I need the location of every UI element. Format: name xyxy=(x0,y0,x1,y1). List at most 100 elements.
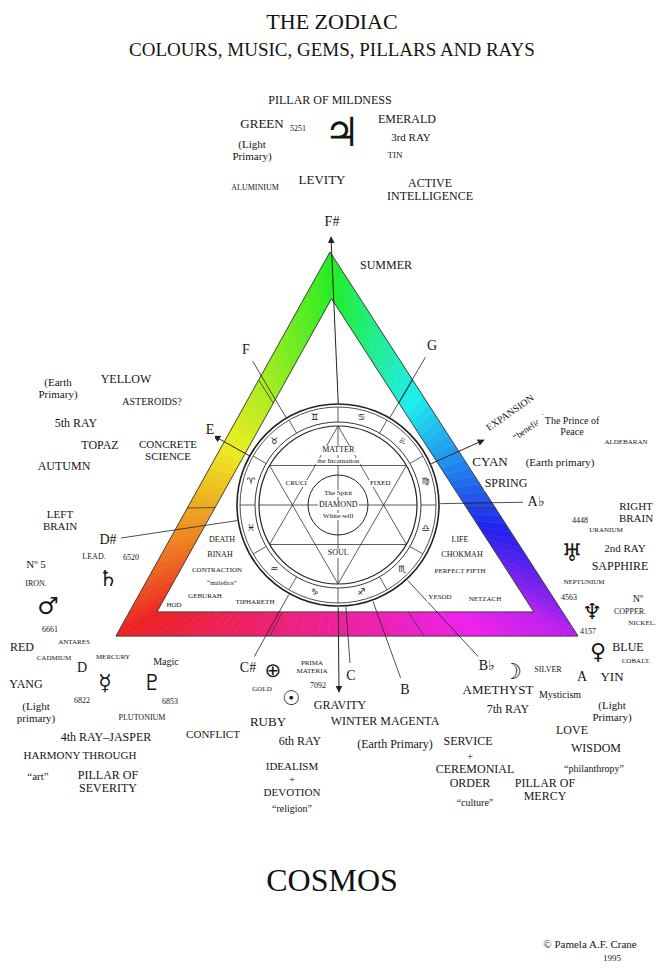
annotation-label: 6th RAY xyxy=(278,735,323,748)
note-name: F# xyxy=(324,214,341,229)
wheel-line xyxy=(253,456,266,464)
annotation-label: 6853 xyxy=(161,698,179,707)
zodiac-sign: ♓ xyxy=(247,524,255,533)
annotation-label: ALUMINIUM xyxy=(230,184,280,193)
radial-line xyxy=(253,361,287,418)
annotation-label: YELLOW xyxy=(100,373,153,386)
planet-symbol: ♅ xyxy=(560,541,584,565)
annotation-label: TIPHARETH xyxy=(235,599,276,607)
note-name: A xyxy=(576,669,588,684)
zodiac-sign: ♊ xyxy=(311,413,319,422)
annotation-label: 5251 xyxy=(289,125,307,134)
planet-symbol: ♀ xyxy=(589,641,607,663)
zodiac-sign: ♏ xyxy=(398,565,406,574)
zodiac-sign: ♎ xyxy=(422,524,430,533)
arrow-line xyxy=(331,237,338,403)
annotation-label: PILLAR OF SEVERITY xyxy=(67,769,149,795)
annotation-label: IRON. xyxy=(24,580,48,589)
wheel-label: White-will xyxy=(322,513,354,520)
annotation-label: DEVOTION xyxy=(263,786,322,798)
band-segment xyxy=(192,492,223,501)
zodiac-wheel: MATTERthe IncarnationCRUCIFIXEDThe Spiri… xyxy=(236,403,440,607)
annotation-label: WINTER MAGENTA xyxy=(330,715,441,728)
annotation-label: CONTRACTION xyxy=(191,567,243,575)
annotation-label: NEPTUNIUM xyxy=(562,579,605,587)
annotation-label: The Prince of Peace xyxy=(538,415,606,437)
annotation-label: (Earth primary) xyxy=(524,456,596,468)
note-name: D xyxy=(76,660,88,675)
annotation-label: CYAN xyxy=(471,455,508,469)
annotation-label: BINAH xyxy=(206,551,233,560)
annotation-label: GRAVITY xyxy=(313,699,367,712)
annotation-label: Mysticism xyxy=(538,689,582,700)
annotation-label: BLUE xyxy=(611,641,644,654)
wheel-line xyxy=(410,456,423,464)
note-name: D# xyxy=(98,532,117,547)
annotation-label: YANG xyxy=(8,678,43,691)
annotation-label: 2nd RAY xyxy=(603,542,646,554)
planet-symbol: ♇ xyxy=(141,672,163,694)
annotation-label: TIN xyxy=(387,151,404,161)
annotation-label: COPPER. xyxy=(613,608,647,617)
wheel-ring xyxy=(240,407,436,603)
annotation-label: PRIMA MATERIA xyxy=(293,660,331,675)
planet-symbol: ♆ xyxy=(581,601,603,623)
annotation-label: SPRING xyxy=(484,477,529,490)
annotation-label: ANTARES xyxy=(57,639,91,647)
note-name: C xyxy=(345,668,356,683)
planet-symbol: ☉ xyxy=(281,688,301,708)
wheel-label: SOUL xyxy=(327,549,350,557)
wheel-label: CRUCI xyxy=(285,480,308,487)
annotation-label: SILVER xyxy=(533,666,562,675)
wheel-label: DIAMOND xyxy=(318,501,359,509)
wheel-line xyxy=(380,577,388,590)
annotation-label: “philanthropy” xyxy=(563,763,625,774)
zodiac-sign: ♌ xyxy=(398,437,406,446)
annotation-label: 4448 xyxy=(571,517,589,526)
annotation-label: (Light Primary) xyxy=(225,138,279,162)
zodiac-sign: ♉ xyxy=(270,437,278,446)
planet-symbol: ⊕ xyxy=(264,660,283,680)
annotation-label: NICKEL. xyxy=(627,620,656,628)
planet-symbol: ☽ xyxy=(501,661,523,683)
annotation-label: GOLD xyxy=(251,686,272,694)
annotation-label: TOPAZ xyxy=(80,439,119,452)
annotation-label: PLUTONIUM xyxy=(118,714,167,723)
wheel-line xyxy=(338,588,339,603)
annotation-label: RUBY xyxy=(249,715,287,729)
wheel-ring xyxy=(237,404,439,606)
annotation-label: DEATH xyxy=(208,536,236,545)
annotation-label: PILLAR OF MERCY xyxy=(512,777,578,803)
wheel-line xyxy=(380,421,388,434)
zodiac-sign: ♈ xyxy=(247,477,255,486)
annotation-label: HOD xyxy=(165,602,182,610)
annotation-label: 5th RAY xyxy=(54,417,99,430)
annotation-label: MERCURY xyxy=(95,654,131,662)
subtitle: COLOURS, MUSIC, GEMS, PILLARS AND RAYS xyxy=(128,40,536,61)
caption: COSMOS xyxy=(266,862,398,899)
annotation-label: ASTEROIDS? xyxy=(121,396,182,407)
annotation-label: (Earth Primary) xyxy=(29,376,87,400)
note-name: B♭ xyxy=(478,658,496,673)
annotation-label: (Earth Primary) xyxy=(356,738,434,751)
annotation-label: COBALT. xyxy=(621,658,652,666)
triangle-outline xyxy=(157,299,534,612)
annotation-label: IDEALISM xyxy=(265,760,320,772)
annotation-label: Magic xyxy=(152,656,180,667)
wheel-line xyxy=(253,547,266,555)
planet-symbol: ♃ xyxy=(323,112,361,152)
wheel-line xyxy=(338,407,339,422)
annotation-label: LEVITY xyxy=(298,173,347,187)
band-divider xyxy=(466,507,495,508)
annotation-label: 6520 xyxy=(122,554,140,563)
note-name: B xyxy=(399,682,410,697)
annotation-label: ACTIVE INTELLIGENCE xyxy=(374,177,486,203)
annotation-label: RED xyxy=(9,641,35,654)
note-name: F xyxy=(241,342,251,357)
annotation-label: Nº 5 xyxy=(25,558,47,570)
annotation-label: 6822 xyxy=(73,697,91,706)
annotation-label: “culture” xyxy=(456,797,495,808)
annotation-label: LIFE xyxy=(451,536,470,545)
annotation-label: YESOD xyxy=(427,594,452,602)
band-segment xyxy=(328,612,338,636)
